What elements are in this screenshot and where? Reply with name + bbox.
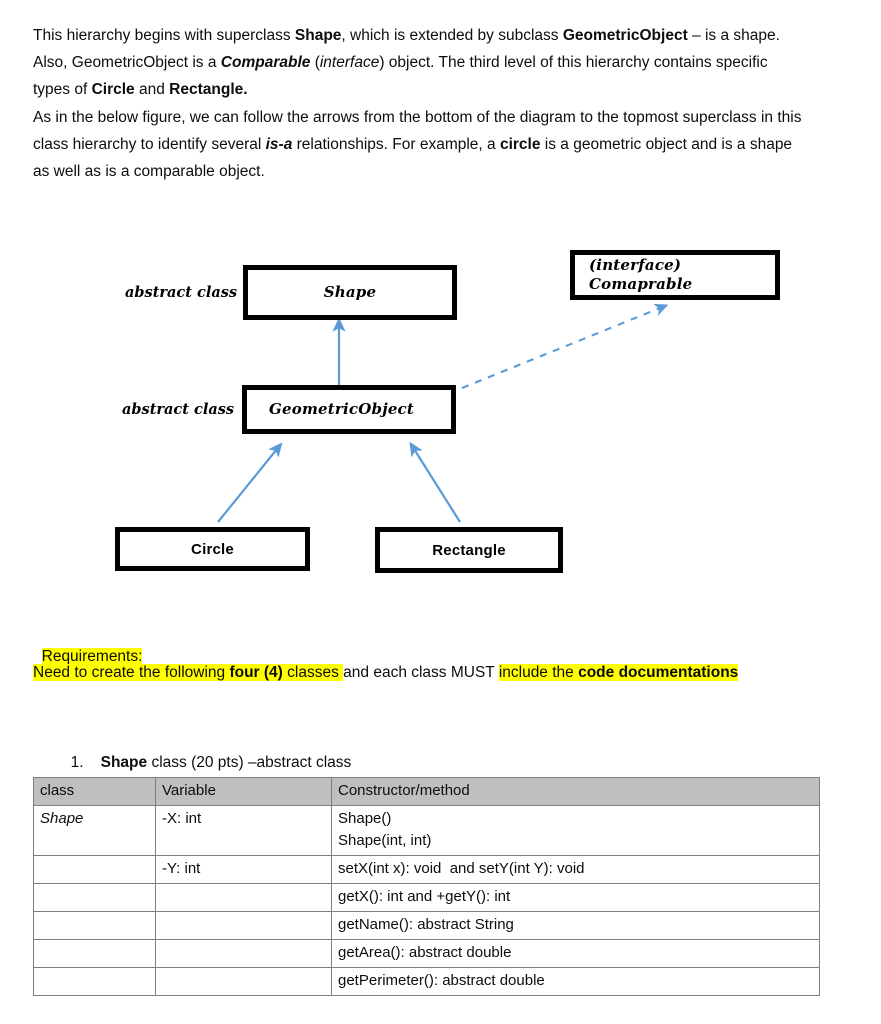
cell-constructor-method: getPerimeter(): abstract double	[331, 967, 820, 996]
arrow-geometricobject-to-comaprable	[461, 303, 669, 389]
text-run-10: and	[134, 80, 170, 98]
text-run-1: class (20 pts) –abstract class	[147, 754, 352, 771]
table-row: getName(): abstract String	[33, 911, 820, 940]
text-run-1: is-a	[265, 135, 293, 153]
uml-box-comaprable-interface[interactable]: (interface) Comaprable	[570, 250, 780, 300]
requirements-body: Need to create the following four (4) cl…	[33, 662, 739, 684]
cell-class	[33, 911, 156, 940]
cell-variable	[155, 911, 332, 940]
column-header-variable: Variable	[155, 777, 332, 806]
text-run-4: – is a shape. Also, GeometricObject is a	[33, 26, 780, 71]
text-run-1: Shape	[294, 26, 342, 44]
list-item-number: 1.	[70, 754, 84, 771]
text-run-5: code documentations	[578, 664, 739, 681]
cell-variable	[155, 939, 332, 968]
text-run-0: As in the below figure, we can follow th…	[33, 108, 802, 153]
table-row: getArea(): abstract double	[33, 939, 820, 968]
cell-constructor-method: getX(): int and +getY(): int	[331, 883, 820, 912]
uml-box-rectangle[interactable]: Rectangle	[375, 527, 563, 573]
uml-box-shape-label: Shape	[323, 283, 377, 301]
text-run-6: (	[310, 53, 320, 71]
text-run-0: Need to create the following	[33, 664, 230, 681]
uml-box-comaprable-label: (interface) Comaprable	[589, 256, 693, 293]
arrow-circle-to-geometricobject	[217, 442, 283, 523]
requirements-heading: Requirements:	[33, 624, 143, 668]
text-run-3: GeometricObject	[562, 26, 688, 44]
cell-constructor-method: getArea(): abstract double	[331, 939, 820, 968]
text-run-2: classes	[282, 664, 344, 681]
cell-variable: -X: int	[155, 805, 332, 856]
cell-class	[33, 855, 156, 884]
text-run-8: ) object. The third level of this hierar…	[33, 53, 768, 98]
text-run-11: Rectangle.	[169, 80, 248, 98]
text-run-7: interface	[319, 53, 380, 71]
column-header-class: class	[33, 777, 156, 806]
text-run-4: is a geometric object and is a shape as …	[33, 135, 793, 180]
uml-box-circle-label: Circle	[191, 540, 234, 558]
cell-variable	[155, 883, 332, 912]
text-run-3: and each class MUST	[343, 664, 499, 681]
table-row: getPerimeter(): abstract double	[33, 967, 820, 996]
label-abstract-class-shape: abstract class	[125, 284, 238, 301]
class-hierarchy-diagram: abstract class abstract class Shape Geom…	[0, 200, 881, 600]
intro-paragraph-2: As in the below figure, we can follow th…	[33, 104, 803, 185]
cell-constructor-method: Shape() Shape(int, int)	[331, 805, 820, 856]
arrow-rectangle-to-geometricobject	[409, 441, 461, 523]
table-row: getX(): int and +getY(): int	[33, 883, 820, 912]
cell-class	[33, 967, 156, 996]
text-run-2: , which is extended by subclass	[341, 26, 563, 44]
text-run-4: include the	[498, 664, 579, 681]
table-header-row: class Variable Constructor/method	[33, 777, 820, 806]
uml-box-shape[interactable]: Shape	[243, 265, 457, 320]
text-run-9: Circle	[91, 80, 135, 98]
uml-box-geometricobject-label: GeometricObject	[269, 400, 415, 418]
cell-constructor-method: setX(int x): void and setY(int Y): void	[331, 855, 820, 884]
text-run-0: Shape	[100, 754, 148, 771]
column-header-constructor-method: Constructor/method	[331, 777, 820, 806]
text-run-1: four (4)	[229, 664, 283, 681]
text-run-2: relationships. For example, a	[292, 135, 500, 153]
cell-variable	[155, 967, 332, 996]
shape-class-spec-table: class Variable Constructor/method Shape-…	[33, 777, 820, 996]
diagram-arrows	[217, 303, 669, 523]
requirements-heading-text: Requirements:	[41, 648, 143, 665]
cell-constructor-method: getName(): abstract String	[331, 911, 820, 940]
cell-variable: -Y: int	[155, 855, 332, 884]
uml-box-rectangle-label: Rectangle	[432, 541, 506, 559]
text-run-0: This hierarchy begins with superclass	[33, 26, 295, 44]
text-run-3: circle	[499, 135, 541, 153]
uml-box-circle[interactable]: Circle	[115, 527, 310, 571]
label-abstract-class-geometricobject: abstract class	[122, 401, 235, 418]
list-item-shape-class: 1. Shape class (20 pts) –abstract class	[62, 736, 352, 772]
text-run-5: Comparable	[220, 53, 311, 71]
cell-class: Shape	[33, 805, 156, 856]
list-item-text: Shape class (20 pts) –abstract class	[101, 754, 352, 771]
intro-paragraph-1: This hierarchy begins with superclass Sh…	[33, 22, 803, 103]
cell-class	[33, 939, 156, 968]
uml-box-geometricobject[interactable]: GeometricObject	[242, 385, 456, 434]
cell-class	[33, 883, 156, 912]
